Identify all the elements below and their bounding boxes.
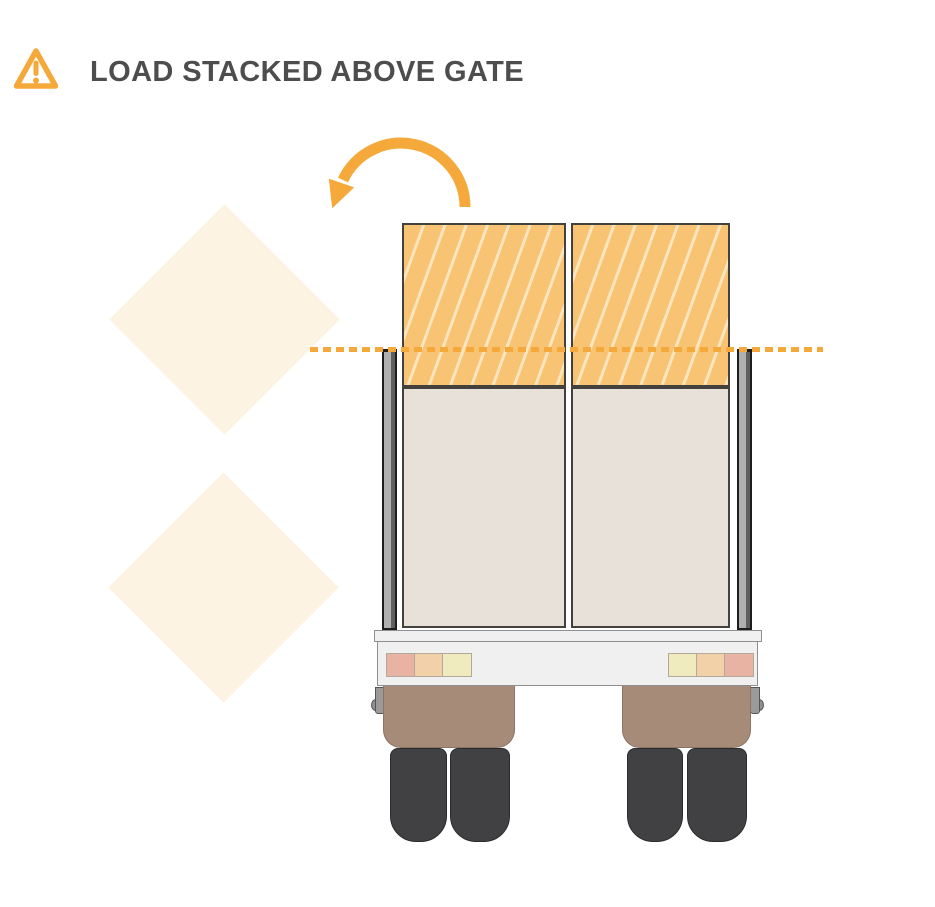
tail-lights-right [668, 653, 754, 677]
tail-light-amber [697, 654, 725, 676]
wheel-rear-left-inner [450, 748, 510, 842]
warning-triangle-icon [13, 48, 59, 89]
tip-over-arrow-icon [328, 137, 471, 209]
background-diamond-top [109, 204, 340, 435]
fender-left [383, 686, 515, 748]
gate-post-left [382, 349, 397, 630]
tail-light-red [387, 654, 415, 676]
wheel-rear-right-outer [687, 748, 747, 842]
tail-light-yellow [443, 654, 471, 676]
tail-light-yellow [669, 654, 697, 676]
tail-lights-left [386, 653, 472, 677]
load-box-below-gate-right [571, 387, 730, 628]
load-box-above-gate-left [402, 223, 566, 387]
wheel-rear-right-inner [627, 748, 683, 842]
tail-light-red [725, 654, 753, 676]
page-title: LOAD STACKED ABOVE GATE [90, 56, 525, 88]
load-box-below-gate-left [402, 387, 566, 628]
background-diamond-bottom [108, 472, 339, 703]
tail-light-amber [415, 654, 443, 676]
load-box-above-gate-right [571, 223, 730, 387]
gate-height-line [310, 347, 823, 352]
wheel-rear-left-outer [390, 748, 447, 842]
fender-right [622, 686, 751, 748]
gate-post-right [737, 349, 752, 630]
mudflap-bracket-right [750, 687, 760, 714]
